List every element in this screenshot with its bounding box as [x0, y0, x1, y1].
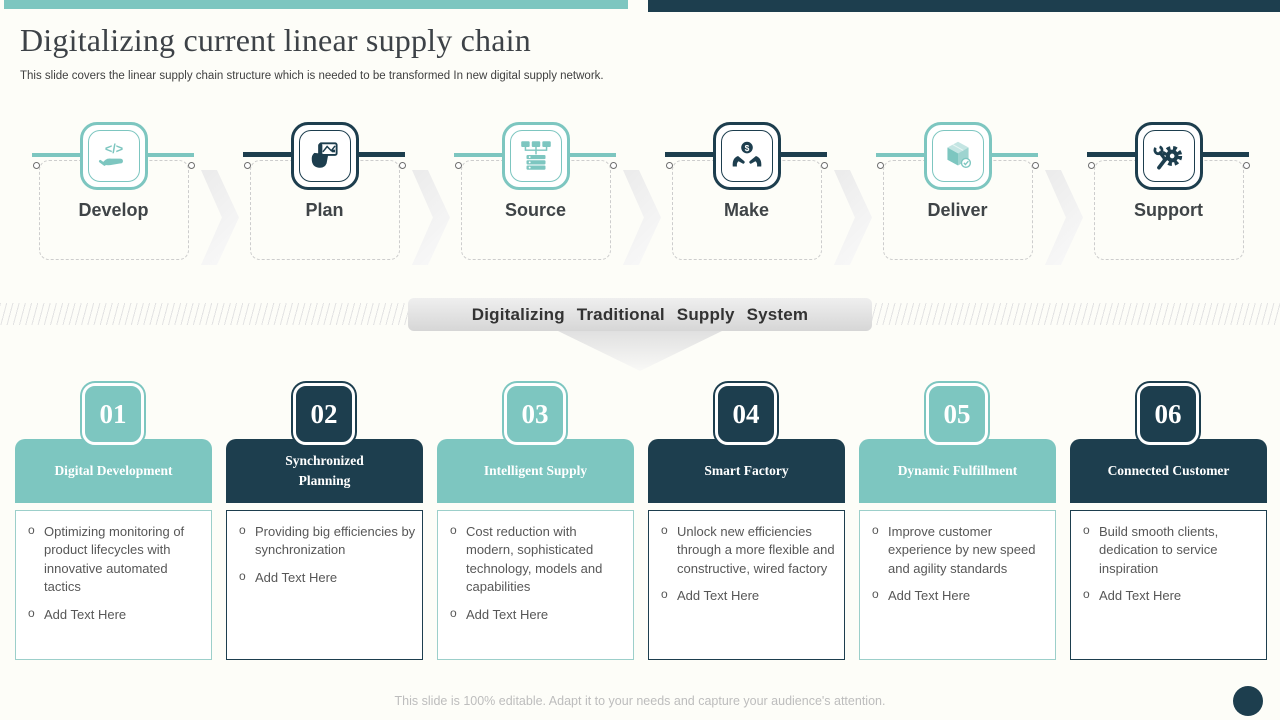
step-icon-frame: </> — [80, 122, 148, 190]
connector-ring — [821, 162, 828, 169]
card-digital-development: 01 Digital Development Optimizing monito… — [8, 380, 219, 670]
step-label: Support — [1134, 200, 1203, 220]
step-icon-frame: $ — [713, 122, 781, 190]
card-number-badge: 01 — [82, 383, 144, 445]
card-bullet: Providing big efficiencies by synchroniz… — [235, 522, 416, 560]
card-bullet: Add Text Here — [235, 568, 416, 587]
card-title: Synchronized Planning — [285, 453, 364, 488]
connector-ring — [399, 162, 406, 169]
card-body: Build smooth clients, dedication to serv… — [1070, 510, 1267, 660]
editable-note: This slide is 100% editable. Adapt it to… — [394, 694, 886, 708]
card-title: Dynamic Fulfillment — [897, 463, 1018, 479]
hand-code-icon: </> — [88, 130, 140, 182]
step-label: Source — [504, 200, 567, 220]
card-title-bar: Dynamic Fulfillment — [859, 439, 1056, 503]
step-icon-frame — [1135, 122, 1203, 190]
step-plan: Plan — [219, 118, 450, 268]
card-number-badge: 03 — [504, 383, 566, 445]
card-bullet: Cost reduction with modern, sophisticate… — [446, 522, 627, 597]
card-number-badge: 06 — [1137, 383, 1199, 445]
card-bullet: Add Text Here — [868, 586, 1049, 605]
card-connected-customer: 06 Connected Customer Build smooth clien… — [1063, 380, 1274, 670]
card-body: Optimizing monitoring of product lifecyc… — [15, 510, 212, 660]
step-make: $ Make — [641, 118, 872, 268]
card-dynamic-fulfillment: 05 Dynamic Fulfillment Improve customer … — [852, 380, 1063, 670]
page-title: Digitalizing current linear supply chain — [20, 22, 531, 58]
package-check-icon — [932, 130, 984, 182]
svg-text:</>: </> — [105, 142, 123, 156]
data-hierarchy-icon — [510, 130, 562, 182]
connector-ring — [188, 162, 195, 169]
step-develop: </> Develop — [8, 118, 239, 268]
card-bullet: Build smooth clients, dedication to serv… — [1079, 522, 1260, 578]
card-bullet: Optimizing monitoring of product lifecyc… — [24, 522, 205, 597]
card-title: Connected Customer — [1107, 463, 1230, 479]
footer-dot — [1233, 686, 1263, 716]
card-smart-factory: 04 Smart Factory Unlock new efficiencies… — [641, 380, 852, 670]
step-label: Develop — [78, 200, 149, 220]
card-title: Digital Development — [54, 463, 173, 479]
card-bullet: Add Text Here — [446, 605, 627, 624]
step-icon-frame — [924, 122, 992, 190]
card-title-bar: Synchronized Planning — [226, 439, 423, 503]
card-title: Intelligent Supply — [483, 463, 588, 479]
step-deliver: Deliver — [852, 118, 1083, 268]
card-body: Improve customer experience by new speed… — [859, 510, 1056, 660]
wrench-gear-icon — [1143, 130, 1195, 182]
page-subtitle: This slide covers the linear supply chai… — [20, 70, 604, 82]
top-accent-bar-teal — [4, 0, 628, 9]
step-icon-frame — [502, 122, 570, 190]
card-body: Providing big efficiencies by synchroniz… — [226, 510, 423, 660]
step-icon-frame — [291, 122, 359, 190]
card-number-badge: 05 — [926, 383, 988, 445]
card-body: Unlock new efficiencies through a more f… — [648, 510, 845, 660]
card-number-badge: 04 — [715, 383, 777, 445]
hand-map-icon — [299, 130, 351, 182]
card-bullet: Add Text Here — [1079, 586, 1260, 605]
card-bullet: Unlock new efficiencies through a more f… — [657, 522, 838, 578]
card-number-badge: 02 — [293, 383, 355, 445]
process-flow: </> Develop Plan — [0, 118, 1280, 268]
card-intelligent-supply: 03 Intelligent Supply Cost reduction wit… — [430, 380, 641, 670]
step-label: Plan — [305, 200, 344, 220]
digital-system-cards: 01 Digital Development Optimizing monito… — [0, 380, 1280, 670]
step-support: Support — [1063, 118, 1274, 268]
hands-coin-icon: $ — [721, 130, 773, 182]
step-label: Deliver — [927, 200, 988, 220]
card-title-bar: Connected Customer — [1070, 439, 1267, 503]
card-title-bar: Smart Factory — [648, 439, 845, 503]
card-bullet: Add Text Here — [657, 586, 838, 605]
top-accent-bar-navy — [648, 0, 1280, 12]
step-source: Source — [430, 118, 661, 268]
section-banner: Digitalizing Traditional Supply System — [408, 298, 872, 331]
card-synchronized-planning: 02 Synchronized Planning Providing big e… — [219, 380, 430, 670]
card-title: Smart Factory — [704, 463, 789, 479]
card-bullet: Add Text Here — [24, 605, 205, 624]
card-title-bar: Intelligent Supply — [437, 439, 634, 503]
svg-text:$: $ — [745, 143, 750, 153]
card-title-bar: Digital Development — [15, 439, 212, 503]
connector-ring — [610, 162, 617, 169]
banner-arrow-down — [558, 331, 722, 371]
step-label: Make — [723, 200, 770, 220]
connector-ring — [1243, 162, 1250, 169]
card-bullet: Improve customer experience by new speed… — [868, 522, 1049, 578]
connector-ring — [1032, 162, 1039, 169]
card-body: Cost reduction with modern, sophisticate… — [437, 510, 634, 660]
